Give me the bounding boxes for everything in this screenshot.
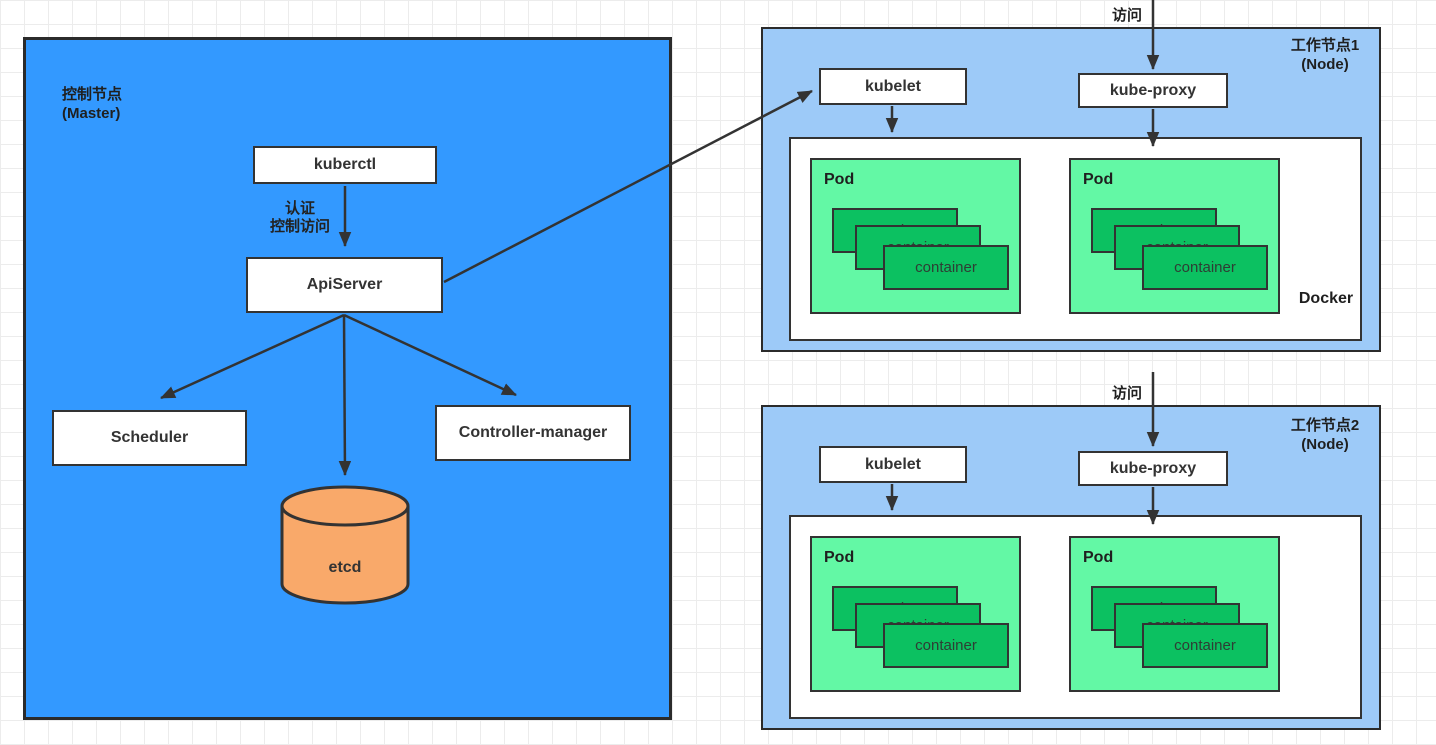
worker-node2-subtitle: (Node) <box>1301 436 1349 453</box>
container-box: container <box>883 623 1009 668</box>
pod-label: Pod <box>1083 549 1114 566</box>
master-title: 控制节点 <box>62 86 123 103</box>
worker-node1-access-label: 访问 <box>1111 7 1142 24</box>
worker-node1-label: 工作节点1 (Node) <box>1270 36 1380 74</box>
auth-arrow-label: 认证 控制访问 <box>254 200 346 236</box>
worker-node2-access-label: 访问 <box>1111 385 1142 402</box>
apiserver-box: ApiServer <box>246 257 443 313</box>
container-box: container <box>1142 245 1268 290</box>
worker-node2-kube-proxy-box: kube-proxy <box>1078 451 1228 486</box>
worker-node1-kubelet-box: kubelet <box>819 68 967 105</box>
worker-node1-pod1: Pod container container container <box>810 158 1021 314</box>
pod-label: Pod <box>824 171 855 188</box>
worker-node1-pod2: Pod container container container <box>1069 158 1280 314</box>
worker-node2-label: 工作节点2 (Node) <box>1270 416 1380 454</box>
worker-node2-kubelet-box: kubelet <box>819 446 967 483</box>
worker-node1-title: 工作节点1 <box>1290 37 1360 54</box>
worker-node2-pod2: Pod container container container <box>1069 536 1280 692</box>
etcd-cylinder: etcd <box>280 485 410 605</box>
kuberctl-box: kuberctl <box>253 146 437 184</box>
worker-node2-title: 工作节点2 <box>1290 417 1360 434</box>
pod-label: Pod <box>1083 171 1114 188</box>
worker-node2-pod1: Pod container container container <box>810 536 1021 692</box>
auth-label-line2: 控制访问 <box>269 218 330 235</box>
container-box: container <box>1142 623 1268 668</box>
etcd-label: etcd <box>329 559 362 576</box>
master-subtitle: (Master) <box>62 105 121 122</box>
worker-node1-subtitle: (Node) <box>1301 56 1349 73</box>
worker-node1-docker-label: Docker <box>1298 290 1354 307</box>
auth-label-line1: 认证 <box>284 200 315 217</box>
worker-node1-kube-proxy-box: kube-proxy <box>1078 73 1228 108</box>
etcd-cylinder-top <box>280 485 410 527</box>
controller-manager-box: Controller-manager <box>435 405 631 461</box>
master-panel-label: 控制节点 (Master) <box>62 85 122 123</box>
etcd-cylinder-body <box>280 506 410 605</box>
scheduler-box: Scheduler <box>52 410 247 466</box>
pod-label: Pod <box>824 549 855 566</box>
master-node-panel: 控制节点 (Master) <box>23 37 672 720</box>
container-box: container <box>883 245 1009 290</box>
